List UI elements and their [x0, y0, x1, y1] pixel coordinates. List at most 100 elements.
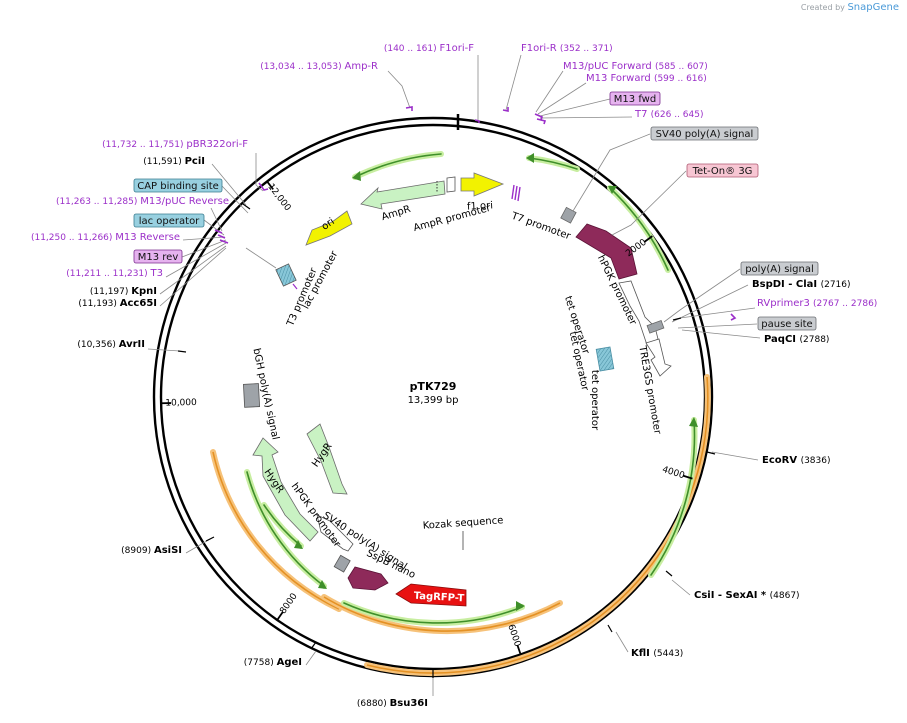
feature-ampr-arrow: [360, 180, 446, 210]
arrowhead-bottom: [516, 601, 525, 611]
feature-hygr-inner: [306, 423, 348, 495]
primer-name: T7: [634, 109, 651, 120]
enzyme-site-7: KflI (5443): [631, 648, 683, 659]
feature-label-2: f1 ori: [467, 200, 494, 212]
feature-box-bg: [133, 213, 205, 228]
enzyme-name: Acc65I: [120, 298, 157, 309]
arrowhead-lower-right: [689, 417, 698, 427]
leader-pause-site: [677, 323, 758, 329]
leader-pci: [211, 163, 247, 206]
feature-ampr-promoter: [446, 176, 456, 193]
feature-t7-promoter-marks: [511, 184, 521, 202]
feature-box-bg: [686, 163, 759, 178]
feature-box-1: SV40 poly(A) signal: [650, 126, 759, 141]
feature-hygr-outer: [252, 437, 319, 542]
enzyme-position: (3836): [801, 456, 831, 466]
credit-prefix: Created by: [800, 3, 845, 12]
green-arrow-lower-right-core: [650, 419, 696, 576]
enzyme-site-10: PaqCI (2788): [764, 334, 829, 345]
enzyme-position: (10,356): [77, 340, 118, 350]
tick-2: 6000: [505, 623, 522, 655]
feature-label-8: tet operator: [589, 370, 600, 431]
feature-lac-promoter-line: [292, 283, 298, 290]
green-arrow-top: [352, 151, 444, 180]
feature-poly-a-signal: [646, 319, 665, 334]
green-arrows: [244, 151, 698, 626]
primer-position: (11,732 .. 11,751): [102, 140, 186, 150]
primer-name: F1ori-F: [440, 43, 475, 54]
enzyme-site-11: BspDI - ClaI (2716): [752, 279, 851, 290]
feature-f1-ori: [460, 172, 505, 197]
leader-t3: [165, 242, 227, 278]
primer-position: (11,211 .. 11,231): [66, 269, 150, 279]
tick-5: 12,000: [265, 180, 293, 213]
feature-box-0: M13 fwd: [609, 91, 661, 106]
feature-box-label: CAP binding site: [137, 181, 219, 192]
feature-ori: [305, 210, 353, 246]
leader-f1ori-r: [505, 54, 522, 111]
enzyme-position: (4867): [770, 591, 800, 601]
leader-m13-rev-box: [181, 239, 227, 258]
plasmid-length: 13,399 bp: [408, 395, 459, 406]
green-arrow-top-core: [354, 153, 442, 178]
tick-mark: [516, 644, 522, 655]
enzyme-site-9: EcoRV (3836): [762, 455, 831, 466]
leader-m13-fwd-box: [539, 98, 611, 117]
primer-name: M13/pUC Forward: [563, 61, 655, 72]
enzyme-site-5: (7758) AgeI: [244, 657, 302, 668]
leader-lines: [147, 54, 761, 696]
enzyme-position: (8909): [121, 546, 154, 556]
primer-marks: [214, 106, 737, 321]
primer-name: pBR322ori-F: [186, 139, 248, 150]
feature-label-19: TagRFP-T: [413, 591, 464, 605]
leader-m13-forward: [537, 82, 587, 115]
feature-tet-operator: [595, 346, 615, 372]
enzyme-site-3: (10,356) AvrII: [77, 339, 145, 350]
enzyme-name: AgeI: [277, 657, 302, 668]
primer-4: M13 Forward (599 .. 616): [586, 73, 707, 84]
tick-0: 2000: [624, 235, 653, 259]
feature-tre3gs-promoter: [645, 338, 672, 377]
tick-mark: [266, 180, 274, 190]
arrowhead-lower-left: [318, 580, 327, 589]
enzyme-name: EcoRV: [762, 455, 801, 466]
enzyme-position: (6880): [357, 699, 390, 709]
green-arrow-right-core: [609, 187, 669, 271]
leader-hpgk-lac: [245, 247, 277, 269]
feature-box-bg: [757, 316, 817, 331]
enzyme-position: (11,591): [143, 157, 184, 167]
leader-cap: [221, 185, 249, 214]
feature-box-2: Tet-On® 3G: [686, 163, 759, 178]
feature-box-label: lac operator: [139, 216, 200, 227]
leader-acc65i: [159, 247, 227, 307]
tick-3: 8000: [276, 591, 300, 621]
feature-box-3: poly(A) signal: [740, 261, 819, 276]
feature-sv40-polya-bottom: [333, 554, 351, 573]
feature-lac-promoter: [275, 263, 297, 287]
arrowhead-upper-right: [526, 153, 534, 163]
leader-m13puc-rev: [210, 207, 223, 232]
primer-name: RVprimer3: [757, 298, 813, 309]
feature-tet-on-3g: [575, 223, 638, 280]
primer-name: M13 Forward: [586, 73, 654, 84]
enzyme-site-1: (11,197) KpnI: [90, 286, 157, 297]
primer-position: (599 .. 616): [654, 74, 707, 84]
cut-markers: [177, 203, 716, 678]
enzyme-site-0: (11,591) PciI: [143, 156, 205, 167]
feature-label-0: AmpR: [380, 204, 412, 223]
tick-mark: [682, 474, 693, 480]
tick-label: 12,000: [265, 182, 292, 213]
enzyme-name: AvrII: [119, 339, 145, 350]
primer-7: (11,263 .. 11,285) M13/pUC Reverse: [56, 196, 229, 207]
feature-box-5: CAP binding site: [133, 178, 223, 193]
enzyme-name: Bsu36I: [390, 698, 428, 709]
leader-kpni: [159, 245, 227, 295]
primer-3: M13/pUC Forward (585 .. 607): [563, 61, 708, 72]
tick-mark: [276, 611, 284, 621]
orange-arc-left-core: [212, 451, 340, 610]
green-arrow-bottom-core: [343, 602, 523, 624]
leader-pbr322: [255, 153, 264, 192]
tick-label: 10,000: [165, 398, 197, 409]
feature-box-bg: [740, 261, 819, 276]
primer-name: M13 Reverse: [115, 232, 180, 243]
